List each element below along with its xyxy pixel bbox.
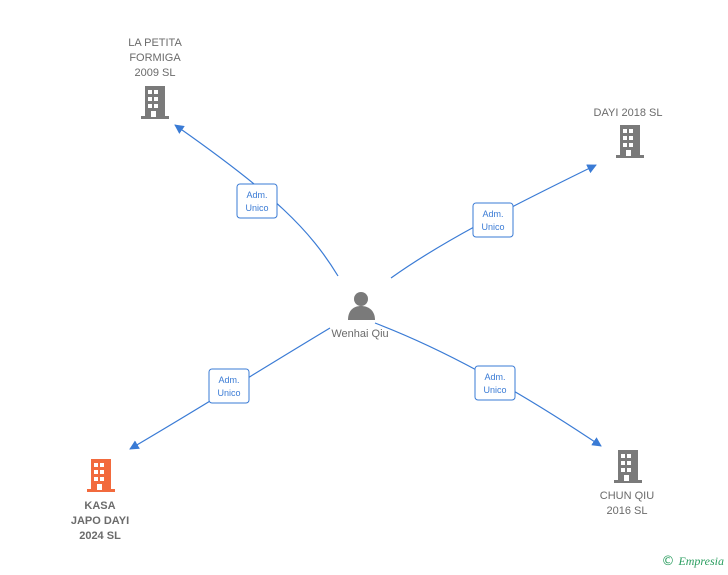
company-node-la-petita[interactable]: LA PETITA FORMIGA 2009 SL xyxy=(128,37,182,119)
relation-line-1: Adm. xyxy=(218,375,239,385)
relation-label[interactable]: Adm. Unico xyxy=(472,202,514,238)
person-node[interactable]: Wenhai Qiu xyxy=(331,292,389,340)
company-label-line: 2009 SL xyxy=(135,67,176,79)
company-label-line: KASA xyxy=(84,500,115,512)
company-label-line: DAYI 2018 SL xyxy=(594,107,663,119)
building-icon xyxy=(614,450,642,483)
building-icon xyxy=(87,459,115,492)
copyright-icon: © xyxy=(661,554,675,569)
relation-line-2: Unico xyxy=(245,203,268,213)
relation-label[interactable]: Adm. Unico xyxy=(474,365,516,401)
building-icon xyxy=(141,86,169,119)
edges xyxy=(129,124,602,450)
relation-line-1: Adm. xyxy=(482,209,503,219)
building-icon xyxy=(616,125,644,158)
company-label-line: FORMIGA xyxy=(129,52,181,64)
company-node-kasa-japo[interactable]: KASA JAPO DAYI 2024 SL xyxy=(71,459,129,542)
brand-watermark: ©Empresia xyxy=(661,554,724,569)
company-label-line: 2016 SL xyxy=(607,505,648,517)
company-label-line: CHUN QIU xyxy=(600,490,654,502)
person-name: Wenhai Qiu xyxy=(331,328,388,340)
company-node-chun-qiu[interactable]: CHUN QIU 2016 SL xyxy=(600,450,654,517)
company-node-dayi-2018[interactable]: DAYI 2018 SL xyxy=(594,107,663,158)
relation-line-1: Adm. xyxy=(246,190,267,200)
relation-line-2: Unico xyxy=(483,385,506,395)
relation-line-2: Unico xyxy=(217,388,240,398)
relation-line-1: Adm. xyxy=(484,372,505,382)
relation-label[interactable]: Adm. Unico xyxy=(236,183,278,219)
edge-la-petita xyxy=(174,124,339,277)
brand-name: Empresia xyxy=(678,554,724,568)
person-icon xyxy=(348,292,375,320)
relation-line-2: Unico xyxy=(481,222,504,232)
company-label-line: JAPO DAYI xyxy=(71,515,129,527)
relation-label[interactable]: Adm. Unico xyxy=(208,368,250,404)
company-label-line: LA PETITA xyxy=(128,37,182,49)
company-label-line: 2024 SL xyxy=(79,530,121,542)
